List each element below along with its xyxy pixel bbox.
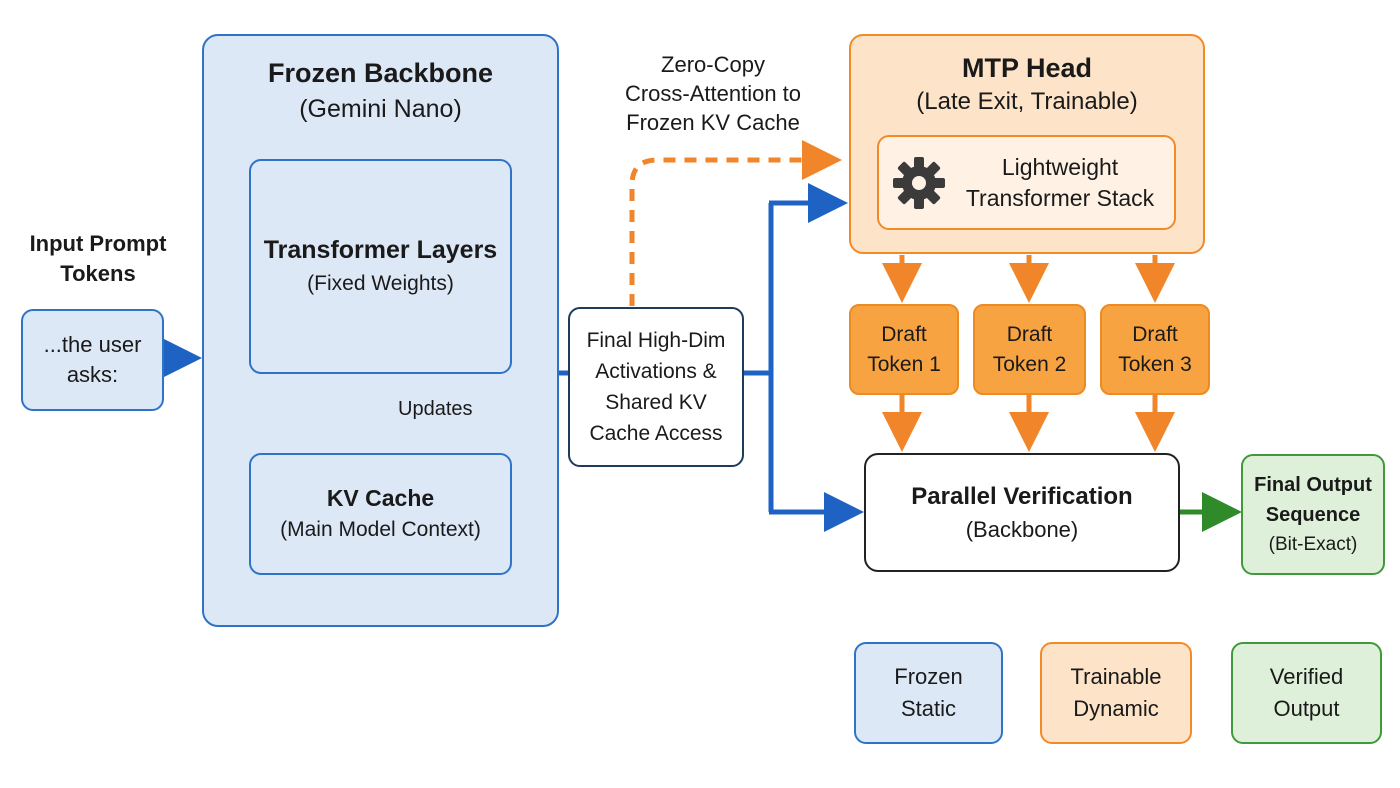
draft-token-1: Draft Token 1: [849, 304, 959, 395]
legend-frozen-line: Static: [900, 696, 957, 721]
gear-icon: [891, 155, 947, 211]
legend-trainable: Trainable Dynamic: [1040, 642, 1192, 744]
draft-token-2: Draft Token 2: [973, 304, 1086, 395]
cross-attention-label: Zero-Copy Cross-Attention to Frozen KV C…: [600, 49, 826, 137]
transformer-stack-text: Lightweight Transformer Stack: [949, 137, 1171, 228]
draft-token-line: Draft: [1132, 322, 1178, 346]
cross-attention-line: Cross-Attention to: [624, 80, 802, 106]
backbone-header: Frozen Backbone (Gemini Nano): [202, 52, 559, 130]
final-output-subtitle: (Bit-Exact): [1268, 533, 1358, 555]
input-label-line: Input Prompt: [29, 231, 167, 256]
arrow-cross-attention: [629, 140, 842, 306]
mtp-subtitle: (Late Exit, Trainable): [916, 88, 1138, 115]
input-token-line: ...the user: [43, 332, 142, 357]
transformer-layers-subtitle: (Fixed Weights): [307, 271, 454, 295]
legend-frozen-line: Frozen: [894, 664, 963, 689]
legend-trainable-line: Dynamic: [1073, 696, 1159, 721]
kv-cache-subtitle: (Main Model Context): [280, 518, 481, 541]
mtp-header: MTP Head (Late Exit, Trainable): [849, 50, 1205, 120]
draft-token-line: Draft: [1006, 322, 1053, 346]
legend-trainable-line: Trainable: [1070, 664, 1162, 689]
input-token-line: asks:: [66, 362, 119, 387]
draft-token-3: Draft Token 3: [1100, 304, 1210, 395]
activations-line: Final High-Dim: [586, 329, 726, 352]
input-prompt-label: Input Prompt Tokens: [14, 226, 182, 292]
transformer-stack-line: Transformer Stack: [965, 184, 1155, 211]
transformer-layers-title: Transformer Layers: [263, 235, 498, 264]
transformer-layers-box: Transformer Layers (Fixed Weights): [249, 159, 512, 374]
cross-attention-line: Zero-Copy: [661, 51, 765, 77]
input-token-box: ...the user asks:: [21, 309, 164, 411]
draft-token-line: Token 3: [1118, 352, 1192, 376]
legend-frozen: Frozen Static: [854, 642, 1003, 744]
legend-verified-line: Output: [1273, 696, 1340, 721]
final-output-box: Final Output Sequence (Bit-Exact): [1241, 454, 1385, 575]
draft-token-line: Token 1: [867, 352, 941, 376]
transformer-stack-line: Lightweight: [1001, 153, 1119, 180]
legend-verified: Verified Output: [1231, 642, 1382, 744]
verification-subtitle: (Backbone): [965, 516, 1079, 542]
parallel-verification-box: Parallel Verification (Backbone): [864, 453, 1180, 572]
activations-line: Shared KV: [605, 391, 707, 414]
kv-cache-box: KV Cache (Main Model Context): [249, 453, 512, 575]
draft-token-line: Draft: [881, 322, 927, 346]
cross-attention-line: Frozen KV Cache: [626, 109, 800, 135]
updates-label: Updates: [398, 398, 473, 420]
activations-line: Cache Access: [589, 422, 723, 445]
verification-title: Parallel Verification: [911, 482, 1133, 510]
kv-cache-title: KV Cache: [326, 485, 435, 511]
mtp-title: MTP Head: [961, 53, 1093, 83]
backbone-title: Frozen Backbone: [267, 58, 494, 88]
legend-verified-line: Verified: [1269, 664, 1344, 689]
final-output-line: Final Output: [1254, 473, 1372, 496]
backbone-subtitle: (Gemini Nano): [299, 95, 462, 123]
final-output-line: Sequence: [1265, 503, 1361, 526]
activations-line: Activations &: [595, 360, 717, 383]
activations-box: Final High-Dim Activations & Shared KV C…: [568, 307, 744, 467]
draft-token-line: Token 2: [992, 352, 1067, 376]
transformer-stack-box: Lightweight Transformer Stack: [877, 135, 1176, 230]
input-label-line: Tokens: [60, 261, 136, 286]
